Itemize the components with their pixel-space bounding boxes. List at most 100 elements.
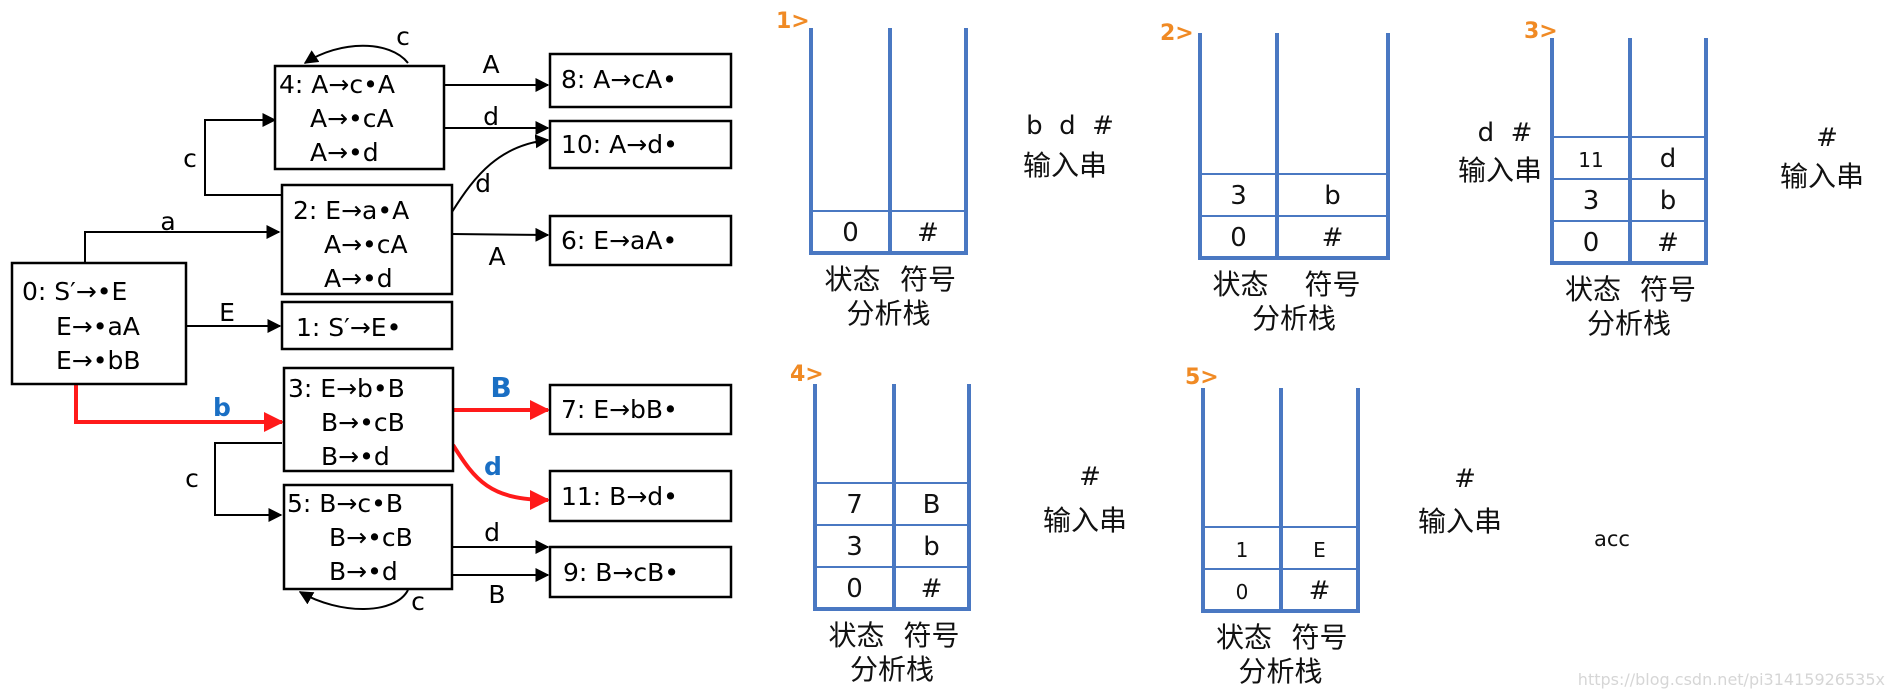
edge-s4-s4: c <box>303 22 410 64</box>
stack-symbol-cell: b <box>923 532 940 562</box>
state-2: 2: E→a•A A→•cA A→•d <box>280 183 454 296</box>
edge-label: a <box>160 207 175 236</box>
edge-s2-s4: c <box>183 113 282 196</box>
item-line: E→•aA <box>56 312 140 341</box>
state-9: 9: B→cB• <box>548 545 733 599</box>
state-column-header: 状态 <box>1216 621 1272 654</box>
stack-state-cell: 0 <box>846 574 863 604</box>
edge-label: b <box>213 393 231 422</box>
stack-symbol-cell: B <box>923 490 941 520</box>
stack-symbol-cell: # <box>921 574 943 604</box>
item-line: 4: A→c•A <box>279 70 395 99</box>
edge-label: B <box>490 371 511 404</box>
item-line: 10: A→d• <box>561 130 678 159</box>
input-string: b d # <box>1026 111 1114 141</box>
edge-label: c <box>411 587 425 616</box>
input-string-label: 输入串 <box>1458 154 1542 187</box>
edge-label: d <box>484 452 502 481</box>
edge-label: B <box>488 580 505 609</box>
stack-caption: 分析栈 <box>1252 302 1336 335</box>
stack-caption: 分析栈 <box>1587 307 1671 340</box>
item-line: A→•d <box>310 138 379 167</box>
item-line: 6: E→aA• <box>561 226 677 255</box>
stack-symbol-cell: # <box>1322 223 1344 253</box>
item-line: B→•d <box>321 442 390 471</box>
input-string: d # <box>1478 118 1533 148</box>
stack-caption: 分析栈 <box>1238 655 1322 688</box>
stack-symbol-cell: # <box>1309 576 1331 606</box>
edge-label: c <box>396 22 410 51</box>
item-line: 0: S′→•E <box>22 277 127 306</box>
state-column-header: 状态 <box>824 263 880 296</box>
input-string: # <box>1816 123 1838 153</box>
edge-label: c <box>185 464 199 493</box>
edge-s0-s3: b <box>74 385 284 432</box>
edge-label: d <box>484 518 500 547</box>
parse-step-1: 1>0#状态符号分析栈b d #输入串 <box>776 9 1114 330</box>
item-line: 8: A→cA• <box>561 65 677 94</box>
input-string: # <box>1454 464 1476 494</box>
input-string-label: 输入串 <box>1023 149 1107 182</box>
state-8: 8: A→cA• <box>548 52 733 109</box>
automaton-edges: a E b c d <box>74 22 550 616</box>
step-number: 1> <box>776 9 810 34</box>
state-0: 0: S′→•E E→•aA E→•bB <box>10 261 188 386</box>
edge-label: c <box>183 144 197 173</box>
state-3: 3: E→b•B B→•cB B→•d <box>282 366 455 473</box>
stack-symbol-cell: E <box>1313 538 1326 562</box>
state-column-header: 状态 <box>1212 268 1268 301</box>
step-number: 4> <box>790 362 824 387</box>
item-line: 5: B→c•B <box>287 489 403 518</box>
item-line: B→•d <box>329 557 398 586</box>
step-number: 2> <box>1160 21 1194 46</box>
state-1: 1: S′→E• <box>280 300 454 351</box>
lr-automaton: a E b c d <box>10 22 733 616</box>
item-line: A→•cA <box>324 230 408 259</box>
item-line: 1: S′→E• <box>296 313 401 342</box>
stack-symbol-cell: d <box>1660 144 1677 174</box>
state-column-header: 状态 <box>828 619 884 652</box>
state-6: 6: E→aA• <box>548 214 733 267</box>
state-4: 4: A→c•A A→•cA A→•d <box>273 64 446 171</box>
stack-state-cell: 7 <box>846 490 863 520</box>
edge-label: d <box>483 102 499 131</box>
edge-s0-s1: E <box>186 298 282 333</box>
state-11: 11: B→d• <box>548 469 733 523</box>
edge-s4-s10: d <box>444 102 550 135</box>
edge-label: A <box>488 242 505 271</box>
stack-state-cell: 0 <box>1583 228 1600 258</box>
edge-s4-s8: A <box>444 50 550 92</box>
edge-label: E <box>219 298 235 327</box>
stack-symbol-cell: # <box>1657 228 1679 258</box>
stack-state-cell: 0 <box>842 218 859 248</box>
watermark: https://blog.csdn.net/pi31415926535x <box>1578 670 1885 689</box>
item-line: 9: B→cB• <box>563 558 679 587</box>
stack-state-cell: 0 <box>1236 580 1249 604</box>
item-line: A→•cA <box>310 104 394 133</box>
item-line: 11: B→d• <box>561 482 678 511</box>
edge-label: A <box>482 50 499 79</box>
item-line: B→•cB <box>321 408 405 437</box>
symbol-column-header: 符号 <box>903 619 959 652</box>
item-line: E→•bB <box>56 346 141 375</box>
stack-frame <box>1198 33 1390 260</box>
state-column-header: 状态 <box>1565 273 1621 306</box>
stack-symbol-cell: b <box>1324 181 1341 211</box>
symbol-column-header: 符号 <box>1640 273 1696 306</box>
stack-state-cell: 11 <box>1578 148 1603 172</box>
edge-s5-s11: d <box>452 518 550 554</box>
state-10: 10: A→d• <box>548 119 733 170</box>
edge-s5-s9: B <box>452 568 550 609</box>
symbol-column-header: 符号 <box>1304 268 1360 301</box>
accept-result: acc <box>1594 527 1630 551</box>
stack-caption: 分析栈 <box>846 297 930 330</box>
